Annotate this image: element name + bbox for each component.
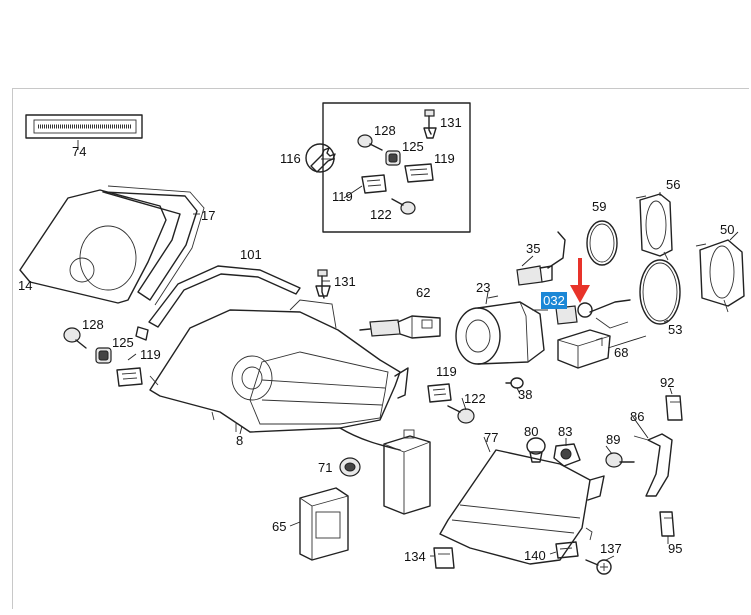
part-62-connector[interactable] bbox=[359, 315, 441, 339]
part-50-cap[interactable] bbox=[695, 239, 745, 313]
part-8-headlamp-housing[interactable] bbox=[149, 299, 409, 451]
part-116-wrench-icon[interactable] bbox=[305, 143, 336, 173]
highlight-label-032[interactable]: 032 bbox=[541, 292, 567, 309]
label-71: 71 bbox=[318, 460, 332, 475]
label-35: 35 bbox=[526, 241, 540, 256]
part-53-o-ring[interactable] bbox=[639, 259, 681, 325]
label-80: 80 bbox=[524, 424, 538, 439]
part-56-cap-ring[interactable] bbox=[635, 193, 673, 261]
label-134: 134 bbox=[404, 549, 426, 564]
part-119-clip-a[interactable] bbox=[361, 174, 387, 194]
label-14: 14 bbox=[18, 278, 32, 293]
label-65: 65 bbox=[272, 519, 286, 534]
label-131b: 131 bbox=[334, 274, 356, 289]
part-ballast-module[interactable] bbox=[383, 429, 431, 515]
inset-fastener-box bbox=[322, 102, 471, 233]
part-89-screw[interactable] bbox=[605, 452, 635, 468]
label-86: 86 bbox=[630, 409, 644, 424]
label-119b: 119 bbox=[434, 151, 455, 166]
part-140-clip[interactable] bbox=[555, 541, 579, 559]
part-119-clip-c[interactable] bbox=[116, 367, 143, 387]
part-80-bulb[interactable] bbox=[526, 437, 546, 463]
label-8: 8 bbox=[236, 433, 243, 448]
label-122a: 122 bbox=[370, 207, 392, 222]
part-number-labels: 74 116 128 131 125 119 119 122 17 14 101… bbox=[18, 115, 734, 564]
label-128a: 128 bbox=[374, 123, 396, 138]
part-125-nut-a[interactable] bbox=[385, 150, 401, 166]
part-119-clip-b[interactable] bbox=[404, 163, 434, 183]
leader-lines bbox=[77, 140, 739, 561]
part-131-screw-b[interactable] bbox=[315, 269, 331, 299]
part-14-lens[interactable] bbox=[19, 189, 167, 304]
part-71-grommet[interactable] bbox=[339, 457, 361, 477]
label-137: 137 bbox=[600, 541, 622, 556]
part-77-side-marker[interactable] bbox=[439, 449, 605, 565]
part-35-bulb[interactable] bbox=[516, 231, 566, 286]
label-119c: 119 bbox=[140, 347, 161, 362]
label-77: 77 bbox=[484, 430, 498, 445]
part-134-clip[interactable] bbox=[433, 547, 455, 569]
svg-text:032: 032 bbox=[543, 293, 565, 308]
label-50: 50 bbox=[720, 222, 734, 237]
part-92-clip[interactable] bbox=[665, 395, 683, 421]
label-17: 17 bbox=[201, 208, 215, 223]
part-137-screw[interactable] bbox=[585, 559, 612, 575]
diagram-frame bbox=[12, 88, 749, 609]
part-17-gasket[interactable] bbox=[102, 185, 205, 306]
part-128-screw-a[interactable] bbox=[357, 134, 383, 151]
part-128-screw-b[interactable] bbox=[63, 327, 87, 349]
part-95-clip[interactable] bbox=[659, 511, 675, 537]
label-128b: 128 bbox=[82, 317, 104, 332]
part-125-nut-b[interactable] bbox=[95, 347, 112, 364]
part-23-projector[interactable] bbox=[455, 295, 548, 365]
part-101-seal-strip[interactable] bbox=[135, 265, 301, 341]
label-140: 140 bbox=[524, 548, 546, 563]
label-74: 74 bbox=[72, 144, 86, 159]
label-131a: 131 bbox=[440, 115, 462, 130]
part-59-o-ring[interactable] bbox=[586, 220, 618, 266]
label-53: 53 bbox=[668, 322, 682, 337]
label-83: 83 bbox=[558, 424, 572, 439]
label-122b: 122 bbox=[464, 391, 486, 406]
part-83-socket[interactable] bbox=[553, 443, 581, 467]
part-65-control-unit[interactable] bbox=[299, 487, 349, 561]
label-62: 62 bbox=[416, 285, 430, 300]
label-116: 116 bbox=[280, 151, 301, 166]
part-119-clip-d[interactable] bbox=[427, 383, 452, 403]
part-68-ballast[interactable] bbox=[557, 329, 611, 369]
label-101: 101 bbox=[240, 247, 262, 262]
label-59: 59 bbox=[592, 199, 606, 214]
label-119a: 119 bbox=[332, 189, 353, 204]
part-131-screw-a[interactable] bbox=[423, 109, 437, 139]
label-119d: 119 bbox=[436, 364, 457, 379]
label-95: 95 bbox=[668, 541, 682, 556]
part-74-label-plate[interactable] bbox=[25, 114, 143, 139]
label-68: 68 bbox=[614, 345, 628, 360]
label-125a: 125 bbox=[402, 139, 424, 154]
label-92: 92 bbox=[660, 375, 674, 390]
label-89: 89 bbox=[606, 432, 620, 447]
red-arrow-icon bbox=[570, 258, 590, 303]
part-86-bracket[interactable] bbox=[633, 433, 673, 497]
part-122-screw-a[interactable] bbox=[391, 198, 416, 215]
label-23: 23 bbox=[476, 280, 490, 295]
label-56: 56 bbox=[666, 177, 680, 192]
label-38: 38 bbox=[518, 387, 532, 402]
part-122-screw-b[interactable] bbox=[447, 405, 475, 424]
part-032-bulb-highlighted[interactable] bbox=[555, 299, 631, 329]
label-125b: 125 bbox=[112, 335, 134, 350]
